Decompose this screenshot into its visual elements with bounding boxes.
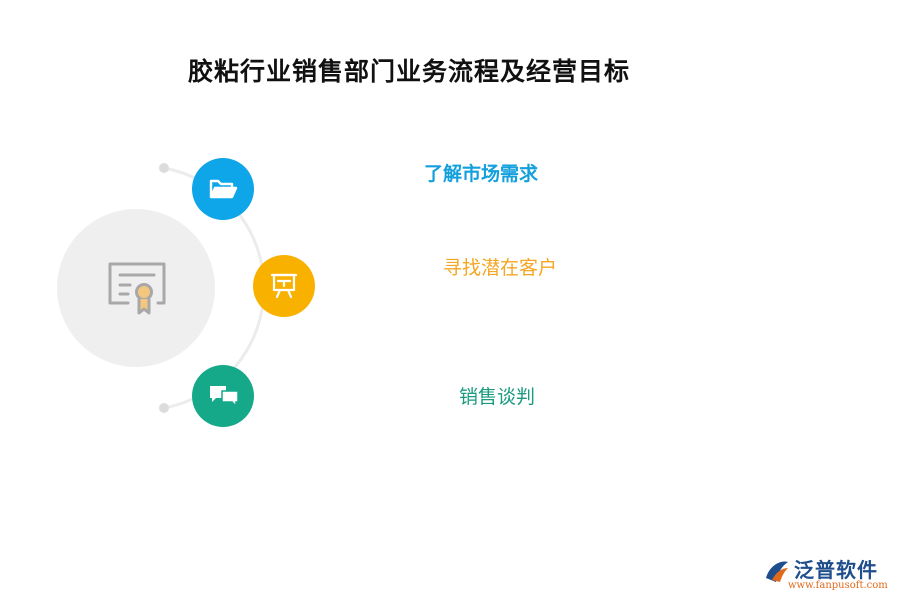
presentation-board-icon	[270, 273, 298, 299]
brand-logo: 泛普软件 www.fanpusoft.com	[762, 554, 892, 594]
folder-icon	[209, 179, 238, 199]
logo-url: www.fanpusoft.com	[788, 580, 888, 591]
step-1-label: 了解市场需求	[424, 163, 539, 185]
logo-name: 泛普软件	[794, 558, 878, 582]
step-3-label: 销售谈判	[459, 386, 536, 408]
certificate-icon	[108, 262, 166, 315]
logo-mark-icon	[766, 561, 788, 582]
arc-end-dot	[159, 403, 169, 413]
step-2-label: 寻找潜在客户	[443, 257, 558, 279]
arc-start-dot	[159, 163, 169, 173]
step-1-node	[192, 158, 254, 220]
page-title: 胶粘行业销售部门业务流程及经营目标	[188, 57, 631, 86]
chat-bubbles-icon	[210, 386, 239, 408]
step-3-node	[192, 365, 254, 427]
step-2-node	[253, 255, 315, 317]
